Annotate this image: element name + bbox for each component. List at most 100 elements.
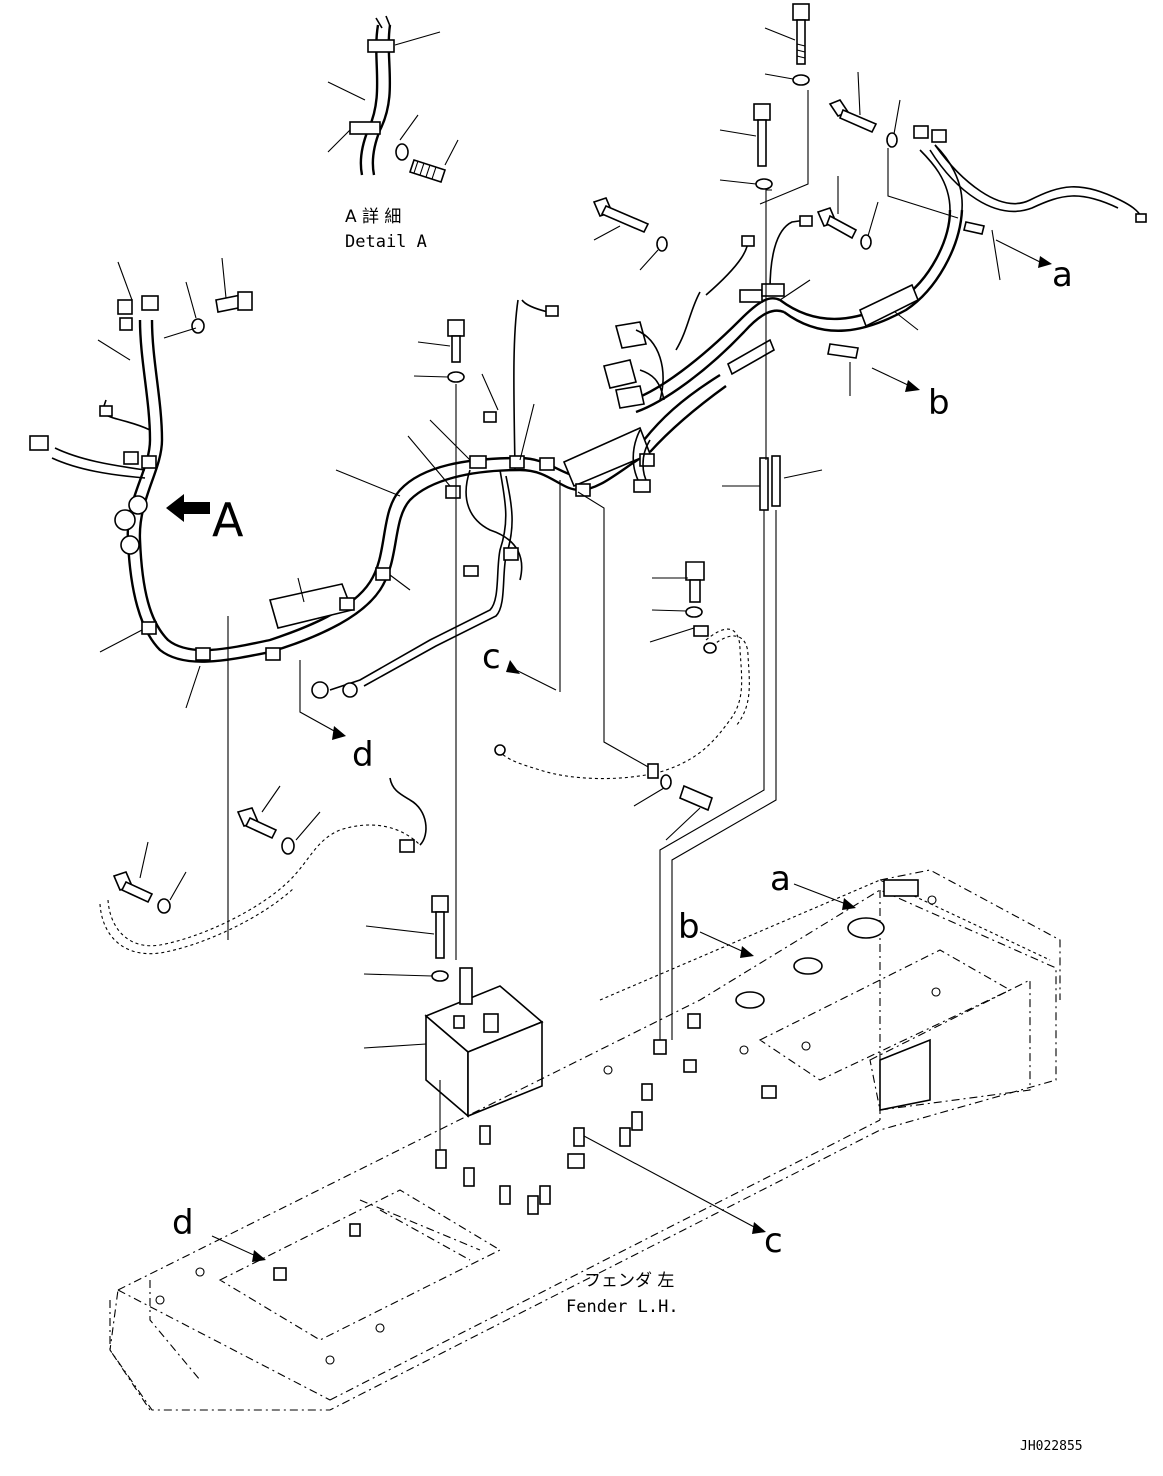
connector-l7 — [29, 435, 49, 451]
fender-hole-c — [735, 991, 765, 1009]
fender-outline — [109, 889, 1057, 1411]
fender-post-6 — [539, 1185, 551, 1205]
ref-line-top — [759, 90, 809, 205]
harness-break — [726, 338, 776, 376]
bolt-lr-head — [685, 561, 705, 581]
left-leaders — [97, 257, 227, 361]
relay-box-group — [363, 895, 544, 1150]
washer-l — [191, 318, 205, 334]
clamp-m7 — [575, 483, 591, 497]
fender-label-jp: フェンダ 左 — [584, 1271, 674, 1291]
fender-bolt-6 — [739, 1045, 749, 1055]
detail-a-bolt-thread — [413, 160, 437, 180]
fender-post-13 — [683, 1059, 697, 1073]
clamp-m2 — [141, 621, 157, 635]
fender-label-en: Fender L.H. — [566, 1297, 679, 1317]
detail-a-clamp-top — [367, 39, 395, 53]
connector-l3 — [119, 317, 133, 331]
lower-wires — [99, 561, 750, 955]
relay-washer — [431, 970, 449, 982]
fender-panel-d — [218, 1189, 502, 1341]
center-lead-2 — [329, 469, 507, 691]
connector-c2 — [483, 411, 497, 423]
connector-l2 — [141, 295, 159, 311]
terminal-r — [1135, 213, 1147, 223]
detail-a-washer — [395, 143, 409, 161]
connector-cluster-4 — [633, 479, 651, 493]
fender-side — [869, 979, 1031, 1111]
washer-lr2 — [660, 774, 672, 790]
right-harness-main — [631, 297, 781, 402]
right-leaders — [779, 229, 1001, 396]
relay-terminal-2 — [453, 1015, 465, 1029]
relay-bolt-shank — [435, 911, 445, 959]
leaders-lr2 — [633, 787, 701, 841]
connector-l1 — [117, 299, 133, 315]
washer-ll — [281, 837, 295, 855]
connector-c1 — [545, 305, 559, 317]
arrow-c-fender-line — [583, 1135, 757, 1229]
fender-post-15 — [687, 1013, 701, 1029]
leaders-1 — [764, 27, 796, 80]
arrow-b-fender-line — [699, 931, 745, 953]
clamp-m3 — [265, 647, 281, 661]
fender-post-11 — [641, 1083, 653, 1101]
drawing-number: JH022855 — [1020, 1439, 1083, 1454]
arrow-b-head — [905, 380, 920, 392]
lower-lead — [389, 777, 427, 846]
leaders-ll — [139, 785, 321, 901]
harness-drop — [675, 291, 701, 351]
fender-post-8 — [619, 1127, 631, 1147]
washer-4 — [860, 234, 872, 250]
clamp-lr — [647, 763, 659, 779]
grommet-c — [342, 682, 358, 698]
relay-terminal-1 — [483, 1013, 499, 1033]
terminal-lr — [703, 642, 717, 654]
harness-rise — [705, 239, 749, 296]
fender-post-10 — [567, 1153, 585, 1169]
right-harness: a b — [631, 125, 1147, 511]
connector-c3 — [469, 455, 487, 469]
ring-terminal-c — [311, 681, 329, 699]
main-harness-right-edge — [649, 385, 727, 453]
fender-hole-b — [793, 957, 823, 975]
washer-lr — [685, 606, 703, 618]
terminal-lr2 — [494, 744, 506, 756]
fender-corner — [879, 869, 1061, 1000]
bolt-shank-4 — [826, 214, 858, 240]
connector-c4 — [509, 455, 525, 469]
right-harness-lead — [934, 144, 1143, 219]
main-harness-edge — [138, 438, 645, 652]
center-leaders — [481, 373, 535, 461]
fender-post-3 — [463, 1167, 475, 1187]
ref-line-b — [671, 510, 777, 1040]
arrow-a-fender-head — [842, 898, 856, 910]
leaders-4 — [837, 176, 879, 237]
ref-b-fender: b — [678, 907, 700, 947]
washer-3 — [886, 132, 898, 148]
dashed-wire-1b — [711, 635, 750, 727]
connector-l4 — [123, 451, 139, 465]
connector-cluster-1 — [614, 321, 648, 349]
bolt-lr-shank — [689, 579, 701, 603]
bolt-ll2-shank — [120, 880, 154, 904]
relay-leaders — [363, 925, 435, 1049]
detail-a-title-en: Detail A — [345, 232, 427, 252]
washer-ll2 — [157, 898, 171, 914]
arrow-d-fender-line — [211, 1235, 257, 1257]
fender-post-5 — [527, 1195, 539, 1215]
relay-bolt-head — [431, 895, 449, 913]
left-lead-2 — [51, 447, 146, 479]
right-harness-top — [919, 144, 963, 211]
fender-bracket — [109, 1280, 201, 1411]
main-harness: A — [29, 257, 727, 709]
center-lead-1 — [465, 469, 523, 581]
ref-line-a — [659, 189, 772, 1040]
ref-a-top: a — [1052, 255, 1073, 295]
pin-leaders — [722, 469, 823, 487]
top-right-fasteners — [592, 3, 901, 271]
leaders-3 — [857, 71, 901, 135]
dashed-wire-1 — [499, 628, 743, 780]
